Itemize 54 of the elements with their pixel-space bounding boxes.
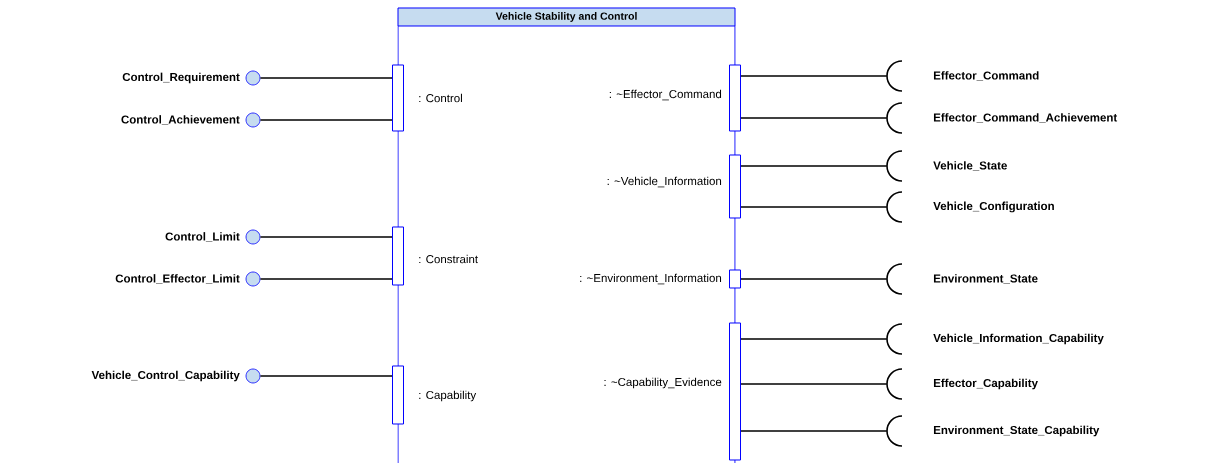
port-box [729, 322, 741, 461]
port-label: : Capability [419, 390, 477, 402]
socket-arc [886, 150, 903, 182]
connector-line [259, 236, 393, 238]
connector-line [259, 119, 393, 121]
connector-line [259, 77, 393, 79]
interface-label: Vehicle_State [933, 161, 1007, 171]
interface-circle [245, 229, 261, 245]
connector-line [740, 278, 888, 280]
port-box [729, 269, 741, 289]
port-box [729, 154, 741, 219]
interface-circle [245, 70, 261, 86]
interface-circle [245, 112, 261, 128]
interface-label: Environment_State [933, 274, 1038, 284]
port-box [392, 226, 404, 286]
port-label: : ~Environment_Information [580, 273, 722, 285]
socket-arc [886, 263, 903, 295]
port-label: : Constraint [419, 254, 478, 264]
port-box [729, 64, 741, 132]
port-label: : ~Capability_Evidence [604, 377, 722, 389]
connector-line [259, 375, 393, 377]
port-label: : ~Vehicle_Information [607, 176, 722, 188]
connector-line [740, 383, 888, 385]
interface-label: Effector_Command_Achievement [933, 113, 1118, 123]
connector-line [259, 278, 393, 280]
socket-arc [886, 415, 903, 447]
socket-arc [886, 368, 903, 400]
port-label: : Control [419, 93, 462, 103]
port-box [392, 365, 404, 425]
interface-label: Control_Limit [165, 232, 240, 242]
interface-label: Environment_State_Capability [933, 425, 1100, 437]
interface-label: Control_Effector_Limit [115, 274, 240, 284]
connector-line [740, 75, 888, 77]
interface-circle [245, 368, 261, 384]
connector-line [740, 117, 888, 119]
connector-line [740, 430, 888, 432]
port-box [392, 64, 404, 132]
connector-line [740, 338, 888, 340]
connector-line [740, 165, 888, 167]
interface-label: Effector_Capability [933, 378, 1038, 390]
interface-circle [245, 271, 261, 287]
socket-arc [886, 60, 903, 92]
interface-label: Vehicle_Configuration [933, 201, 1054, 213]
socket-arc [886, 191, 903, 223]
socket-arc [886, 102, 903, 134]
socket-arc [886, 323, 903, 355]
port-label: : ~Effector_Command [609, 89, 722, 101]
header-band: Vehicle Stability and Control [397, 7, 736, 27]
connector-line [740, 206, 888, 208]
interface-label: Vehicle_Control_Capability [91, 370, 240, 382]
interface-label: Control_Requirement [122, 72, 240, 84]
interface-label: Effector_Command [933, 71, 1039, 81]
interface-label: Vehicle_Information_Capability [933, 333, 1104, 345]
interface-label: Control_Achievement [121, 115, 240, 125]
